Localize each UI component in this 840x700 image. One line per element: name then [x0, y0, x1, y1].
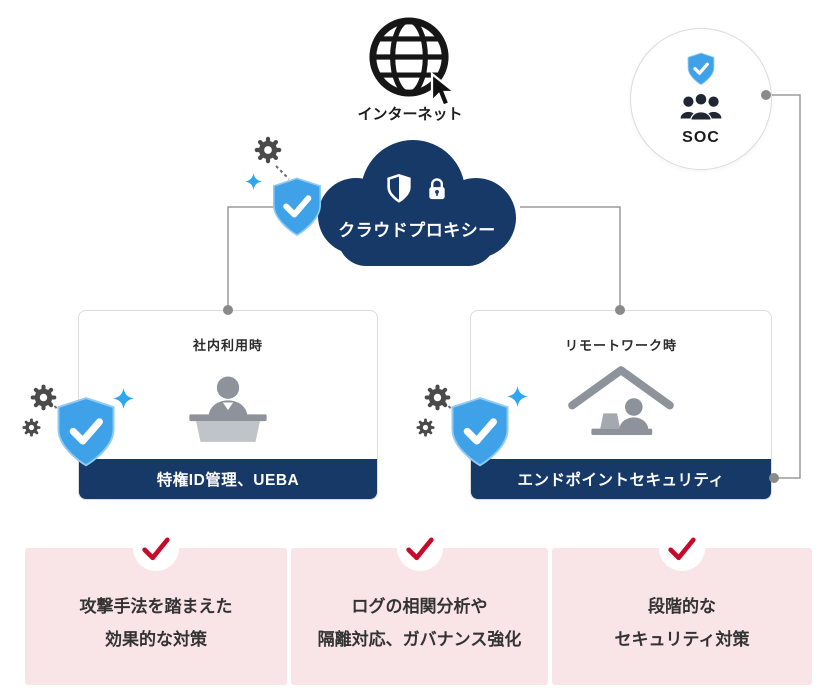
office-box: 社内利用時 特権ID管理、UEBA — [78, 310, 378, 500]
connector-dot — [223, 305, 233, 315]
remote-box: リモートワーク時 エンドポイントセキュリティ — [470, 310, 772, 500]
connector-dot — [761, 90, 771, 100]
check-badge — [133, 525, 179, 571]
benefit-text: 攻撃手法を踏まえた — [79, 596, 233, 616]
shield-check-icon — [54, 396, 118, 468]
cloud-proxy-node: クラウドプロキシー — [296, 136, 538, 268]
benefit-card: 攻撃手法を踏まえた 効果的な対策 — [25, 525, 287, 685]
shield-check-icon — [270, 176, 324, 238]
benefit-text: セキュリティ対策 — [614, 629, 750, 649]
red-check-icon — [666, 535, 698, 562]
benefit-text: 効果的な対策 — [105, 629, 207, 649]
sparkle-icon — [245, 173, 262, 190]
internet-label: インターネット — [357, 106, 463, 123]
sparkle-icon — [113, 388, 134, 409]
benefit-text: 段階的な — [648, 596, 716, 616]
gear-icon — [30, 384, 57, 411]
house-worker-icon — [559, 359, 683, 447]
check-badge — [659, 525, 705, 571]
red-check-icon — [404, 535, 436, 562]
remote-title: リモートワーク時 — [564, 338, 677, 353]
office-solution-bar: 特権ID管理、UEBA — [79, 459, 377, 499]
connector-dot — [769, 473, 779, 483]
benefit-text: ログの相関分析や — [351, 596, 488, 616]
shield-icon — [686, 52, 716, 86]
soc-label: SOC — [682, 128, 720, 146]
office-title: 社内利用時 — [192, 338, 263, 353]
benefit-text: 隔離対応、ガバナンス強化 — [317, 629, 522, 649]
connector-dot — [615, 305, 625, 315]
soc-node: SOC — [630, 28, 772, 170]
shield-icon — [386, 174, 412, 203]
cloud-security-icons — [296, 174, 538, 203]
person-desk-icon — [176, 369, 280, 445]
cloud-shape — [318, 140, 516, 266]
check-badge — [396, 525, 443, 571]
shield-check-icon — [448, 396, 512, 468]
remote-solution-bar: エンドポイントセキュリティ — [471, 459, 771, 499]
benefit-card: 段階的な セキュリティ対策 — [552, 525, 812, 685]
gear-icon — [22, 418, 41, 437]
red-check-icon — [140, 535, 172, 562]
people-icon — [677, 91, 725, 124]
gear-icon — [424, 384, 451, 411]
gear-icon — [254, 136, 282, 164]
lock-icon — [425, 176, 449, 202]
sparkle-icon — [507, 386, 528, 407]
internet-node — [366, 14, 452, 100]
cloud-proxy-label: クラウドプロキシー — [338, 221, 496, 240]
gear-icon — [416, 418, 435, 437]
benefit-card: ログの相関分析や 隔離対応、ガバナンス強化 — [291, 525, 548, 685]
